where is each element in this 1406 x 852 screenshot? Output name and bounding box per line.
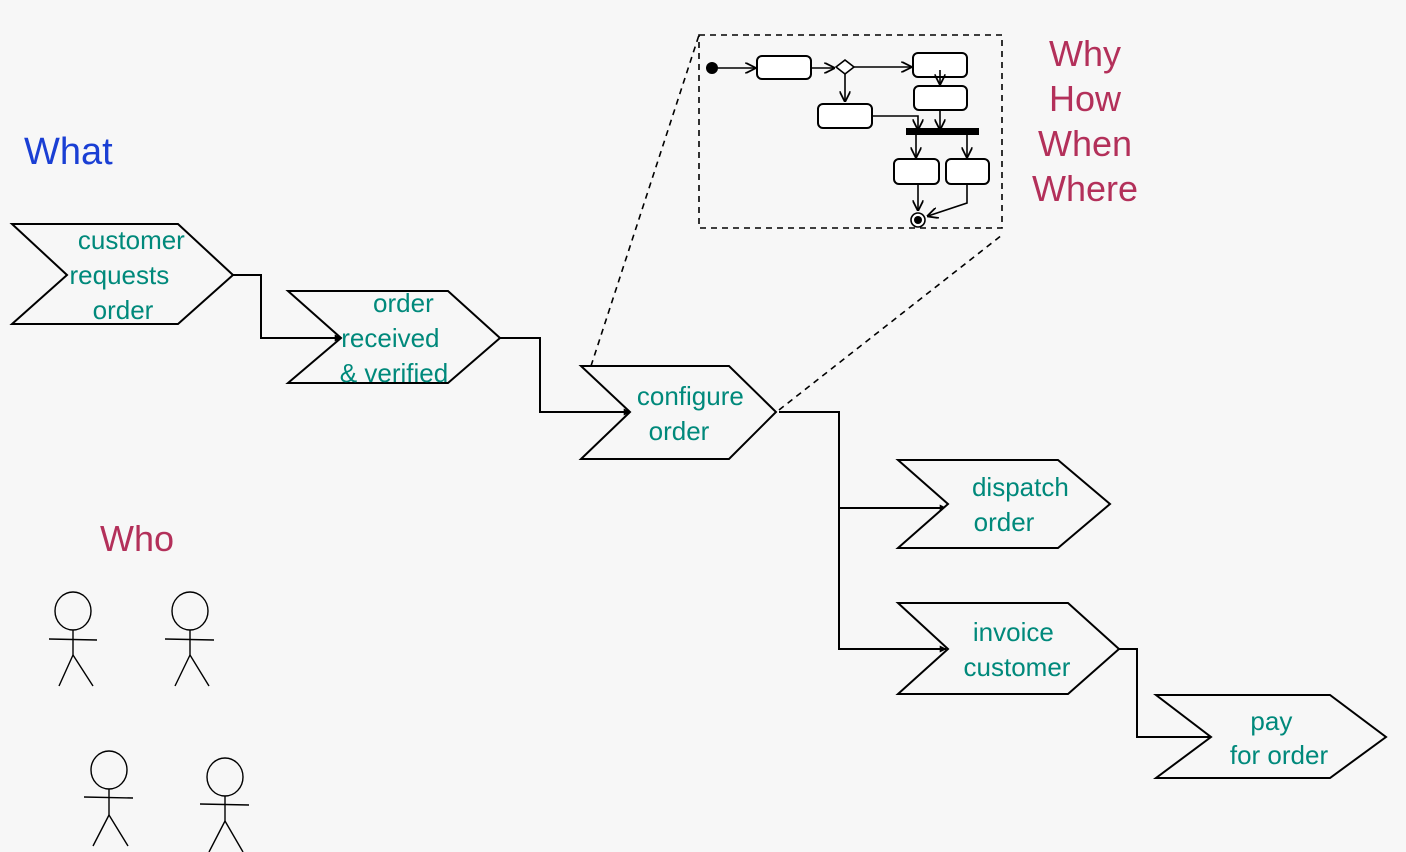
connector-p2-p3 — [500, 337, 631, 416]
detail-callout — [590, 34, 1003, 411]
zoom-line-right — [778, 234, 1003, 411]
process-dispatch-order[interactable]: dispatch order — [895, 459, 1112, 549]
connector-p3-p4 — [779, 411, 947, 512]
mini-action-box — [913, 85, 968, 111]
actor-icon — [83, 750, 134, 847]
mini-action-box — [817, 103, 873, 129]
mini-action-box — [893, 158, 940, 185]
start-node-icon — [706, 62, 718, 74]
process-label: customer requests order — [70, 225, 193, 325]
connector-p3-p5 — [838, 508, 947, 653]
process-label: pay for order — [1230, 706, 1329, 770]
why-label: Why — [1049, 33, 1121, 74]
what-label: What — [24, 131, 113, 173]
process-label: dispatch order — [972, 472, 1076, 537]
fork-bar — [906, 128, 979, 135]
mini-activity-diagram — [706, 52, 990, 228]
process-configure-order[interactable]: configure order — [578, 365, 778, 460]
where-label: Where — [1032, 168, 1138, 209]
mini-action-box — [945, 158, 990, 185]
process-label: order received & verified — [340, 288, 448, 388]
mini-action-box — [756, 55, 812, 80]
process-order-received-verified[interactable]: order received & verified — [285, 288, 502, 388]
process-label: invoice customer — [964, 617, 1071, 682]
detail-frame — [698, 34, 1003, 229]
actors — [48, 591, 250, 852]
connector-p5-p6 — [1119, 648, 1215, 741]
connectors — [233, 274, 1215, 741]
zoom-line-left — [590, 34, 700, 367]
process-pay-for-order[interactable]: pay for order — [1152, 694, 1388, 779]
how-label: How — [1049, 78, 1122, 119]
process-invoice-customer[interactable]: invoice customer — [895, 602, 1121, 695]
question-labels: Why How When Where — [1032, 33, 1138, 209]
process-label: configure order — [637, 381, 751, 446]
when-label: When — [1038, 123, 1132, 164]
actor-icon — [199, 757, 250, 852]
decision-node-icon — [834, 58, 856, 76]
actor-icon — [164, 591, 215, 687]
process-customer-requests-order[interactable]: customer requests order — [9, 223, 235, 325]
actor-icon — [48, 591, 98, 687]
connector-p1-p2 — [233, 274, 342, 342]
who-label: Who — [100, 518, 174, 559]
